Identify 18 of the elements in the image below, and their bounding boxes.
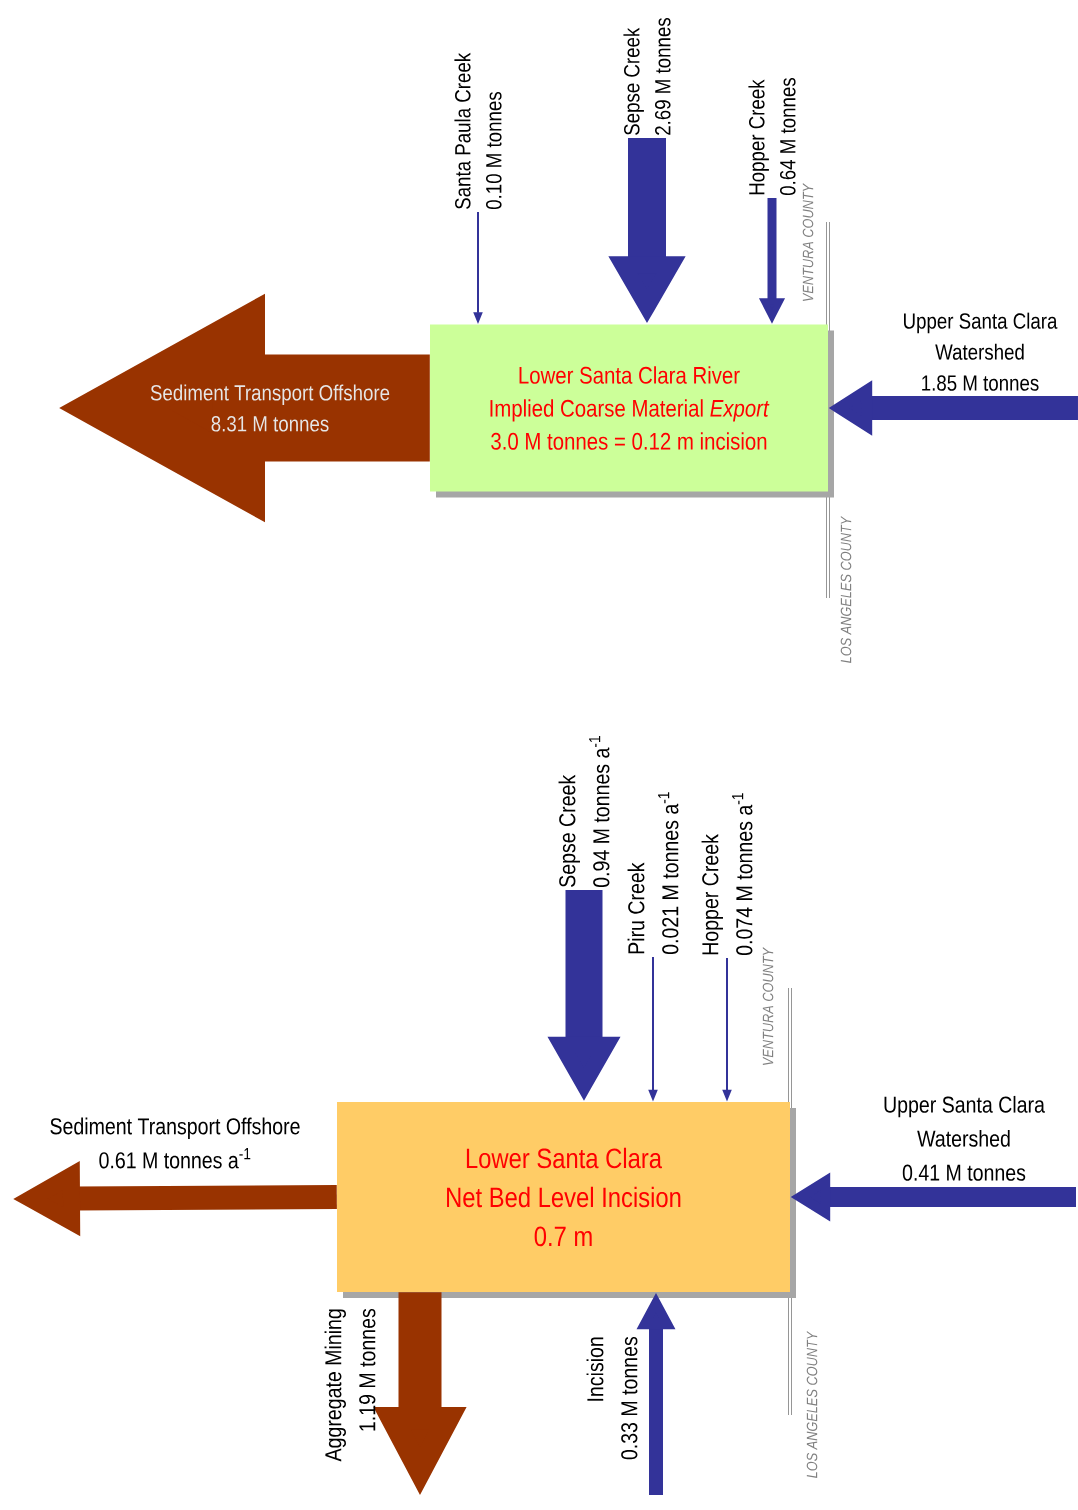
flow-label: Upper Santa Clara Watershed 0.41 M tonnes <box>884 1095 1045 1181</box>
flow-label: Hopper Creek 0.64 M tonnes <box>748 78 796 196</box>
flow-label: Piru Creek 0.021 M tonnes a$^{-1}$ <box>627 792 679 955</box>
flow-label: Sepse Creek 2.69 M tonnes <box>623 18 671 135</box>
county-label: VENTURA COUNTY <box>762 947 774 1066</box>
edge-label: Sediment Transport Offshore 0.61 M tonnes a$^{-1}$ <box>50 1117 300 1169</box>
budget-box: Lower Santa Clara River Implied Coarse Material Export 3.0 M tonnes = 0.12 m incision <box>430 324 834 498</box>
flow-label: Hopper Creek 0.074 M tonnes a$^{-1}$ <box>701 793 753 956</box>
county-label: VENTURA COUNTY <box>802 183 814 302</box>
flow-label: Santa Paula Creek 0.10 M tonnes <box>454 52 502 210</box>
edge-label: Sediment Transport Offshore 8.31 M tonnes <box>150 384 390 432</box>
county-label: LOS ANGELES COUNTY <box>806 1330 818 1478</box>
county-label: LOS ANGELES COUNTY <box>840 515 852 663</box>
edge-label: Incision 0.33 M tonnes <box>586 1336 638 1460</box>
budget-box: Lower Santa Clara Net Bed Level Incision 0.7 m <box>337 1102 796 1298</box>
flow-label: Upper Santa Clara Watershed 1.85 M tonnes <box>904 312 1058 391</box>
flow-label: Sepse Creek 0.94 M tonnes a$^{-1}$ <box>558 736 610 888</box>
edge-label: Aggregate Mining 1.19 M tonnes <box>324 1308 376 1462</box>
